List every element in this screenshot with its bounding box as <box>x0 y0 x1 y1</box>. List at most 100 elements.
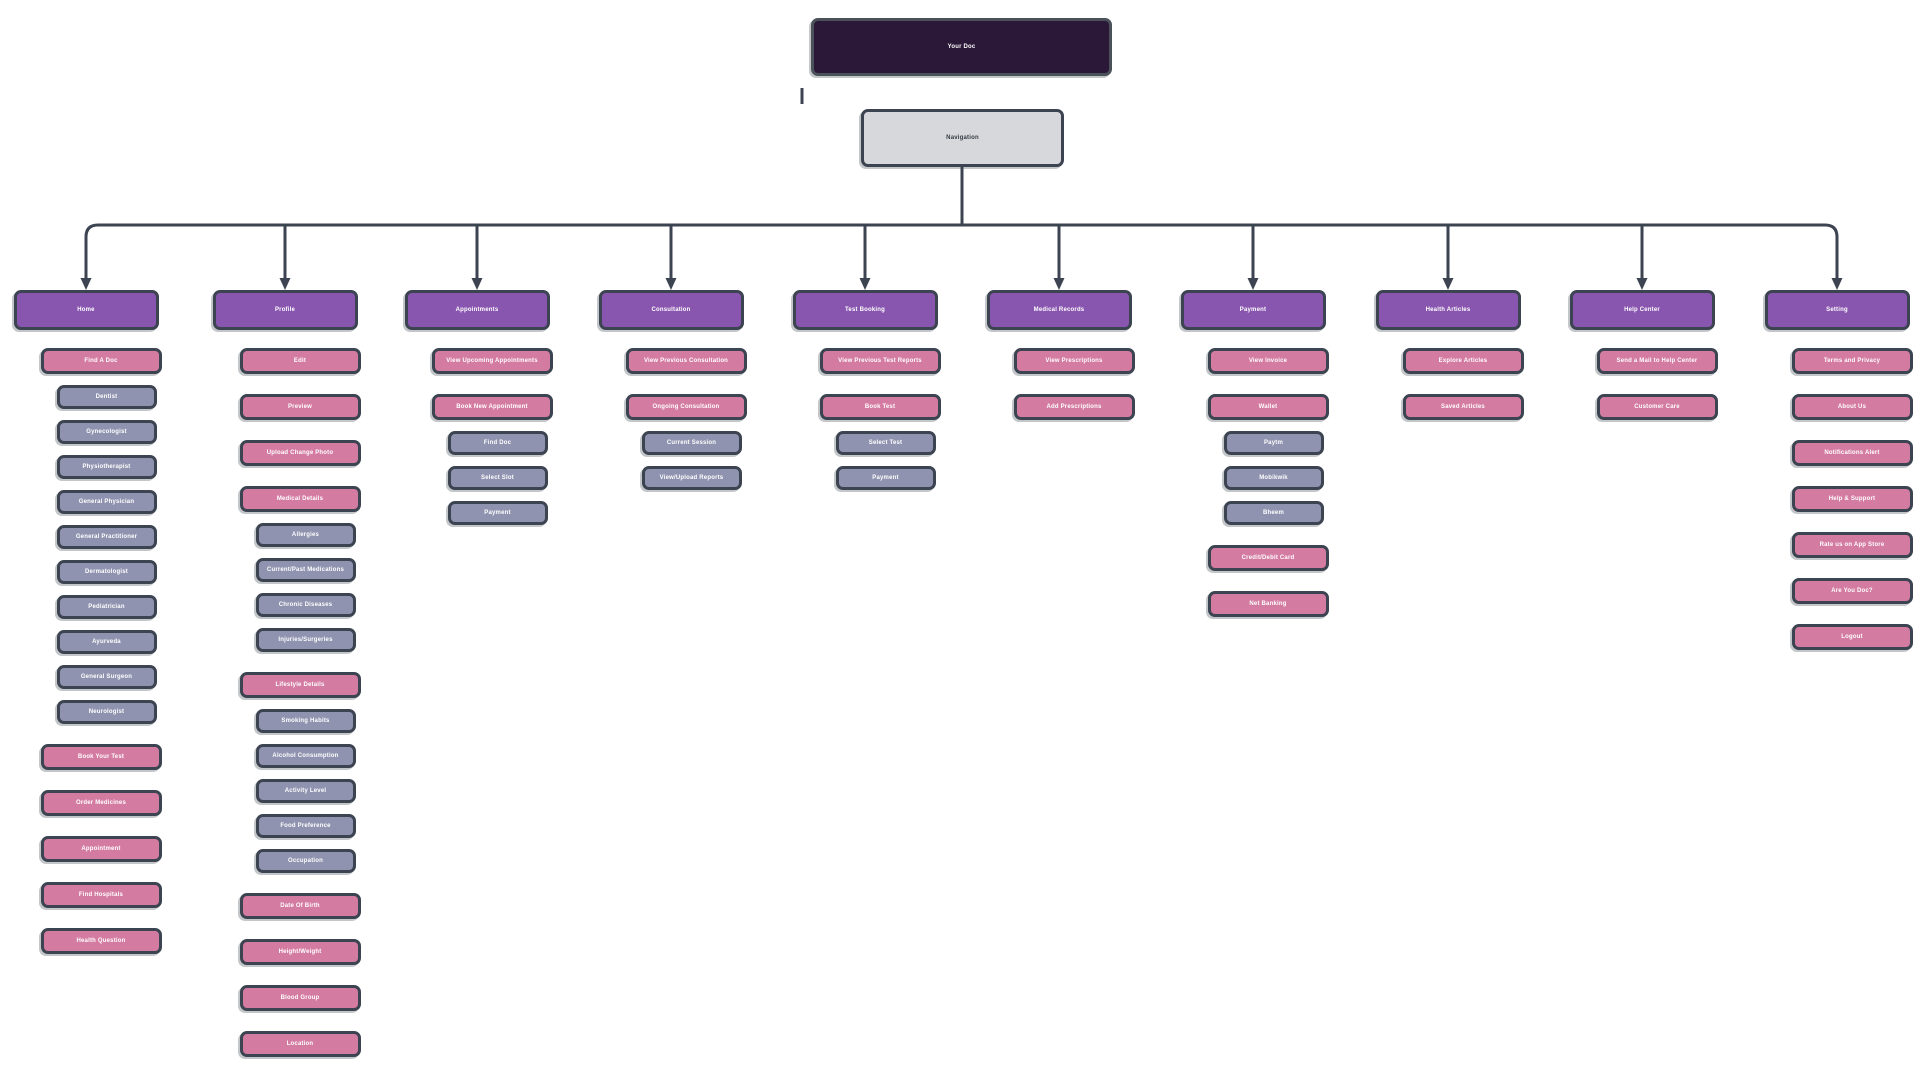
node-gynecologist[interactable]: Gynecologist <box>56 420 157 444</box>
node-date-of-birth[interactable]: Date Of Birth <box>239 893 361 919</box>
node-payment[interactable]: Payment <box>1180 290 1326 330</box>
node-health-question[interactable]: Health Question <box>40 928 162 954</box>
node-your-doc[interactable]: Your Doc <box>811 18 1112 76</box>
node-upload-change-photo[interactable]: Upload Change Photo <box>239 440 361 466</box>
node-lifestyle-details[interactable]: Lifestyle Details <box>239 672 361 698</box>
node-blood-group[interactable]: Blood Group <box>239 985 361 1011</box>
node-view-upcoming-appointments[interactable]: View Upcoming Appointments <box>431 348 553 374</box>
node-general-practitioner[interactable]: General Practitioner <box>56 525 157 549</box>
node-mobikwik[interactable]: Mobikwik <box>1223 466 1324 490</box>
arrowhead-icon <box>1053 278 1065 290</box>
node-chronic-diseases[interactable]: Chronic Diseases <box>255 593 356 617</box>
arrowhead-icon <box>279 278 291 290</box>
node-preview[interactable]: Preview <box>239 394 361 420</box>
node-view-previous-test-reports[interactable]: View Previous Test Reports <box>819 348 941 374</box>
node-neurologist[interactable]: Neurologist <box>56 700 157 724</box>
node-ayurveda[interactable]: Ayurveda <box>56 630 157 654</box>
node-help-support[interactable]: Help & Support <box>1791 486 1913 512</box>
node-view-invoice[interactable]: View Invoice <box>1207 348 1329 374</box>
node-notifications-alert[interactable]: Notifications Alert <box>1791 440 1913 466</box>
node-explore-articles[interactable]: Explore Articles <box>1402 348 1524 374</box>
node-order-medicines[interactable]: Order Medicines <box>40 790 162 816</box>
arrowhead-icon <box>471 278 483 290</box>
node-find-a-doc[interactable]: Find A Doc <box>40 348 162 374</box>
node-are-you-doc[interactable]: Are You Doc? <box>1791 578 1913 604</box>
node-book-new-appointment[interactable]: Book New Appointment <box>431 394 553 420</box>
node-ongoing-consultation[interactable]: Ongoing Consultation <box>625 394 747 420</box>
node-appointments[interactable]: Appointments <box>404 290 550 330</box>
node-food-preference[interactable]: Food Preference <box>255 814 356 838</box>
node-pediatrician[interactable]: Pediatrician <box>56 595 157 619</box>
node-payment[interactable]: Payment <box>447 501 548 525</box>
node-activity-level[interactable]: Activity Level <box>255 779 356 803</box>
node-find-doc[interactable]: Find Doc <box>447 431 548 455</box>
arrowhead-icon <box>1247 278 1259 290</box>
node-dentist[interactable]: Dentist <box>56 385 157 409</box>
node-alcohol-consumption[interactable]: Alcohol Consumption <box>255 744 356 768</box>
node-rate-us-on-app-store[interactable]: Rate us on App Store <box>1791 532 1913 558</box>
arrowhead-icon <box>80 278 92 290</box>
node-home[interactable]: Home <box>13 290 159 330</box>
node-consultation[interactable]: Consultation <box>598 290 744 330</box>
node-health-articles[interactable]: Health Articles <box>1375 290 1521 330</box>
node-view-previous-consultation[interactable]: View Previous Consultation <box>625 348 747 374</box>
node-dermatologist[interactable]: Dermatologist <box>56 560 157 584</box>
node-view-upload-reports[interactable]: View/Upload Reports <box>641 466 742 490</box>
node-saved-articles[interactable]: Saved Articles <box>1402 394 1524 420</box>
node-medical-records[interactable]: Medical Records <box>986 290 1132 330</box>
node-current-session[interactable]: Current Session <box>641 431 742 455</box>
node-appointment[interactable]: Appointment <box>40 836 162 862</box>
node-terms-and-privacy[interactable]: Terms and Privacy <box>1791 348 1913 374</box>
node-location[interactable]: Location <box>239 1031 361 1057</box>
node-profile[interactable]: Profile <box>212 290 358 330</box>
node-physiotherapist[interactable]: Physiotherapist <box>56 455 157 479</box>
node-bheem[interactable]: Bheem <box>1223 501 1324 525</box>
node-select-test[interactable]: Select Test <box>835 431 936 455</box>
node-allergies[interactable]: Allergies <box>255 523 356 547</box>
node-setting[interactable]: Setting <box>1764 290 1910 330</box>
node-navigation[interactable]: Navigation <box>861 109 1064 167</box>
arrowhead-icon <box>665 278 677 290</box>
node-find-hospitals[interactable]: Find Hospitals <box>40 882 162 908</box>
node-add-prescriptions[interactable]: Add Prescriptions <box>1013 394 1135 420</box>
node-smoking-habits[interactable]: Smoking Habits <box>255 709 356 733</box>
arrowhead-icon <box>1831 278 1843 290</box>
node-wallet[interactable]: Wallet <box>1207 394 1329 420</box>
node-send-a-mail-to-help-center[interactable]: Send a Mail to Help Center <box>1596 348 1718 374</box>
node-general-surgeon[interactable]: General Surgeon <box>56 665 157 689</box>
node-occupation[interactable]: Occupation <box>255 849 356 873</box>
node-book-test[interactable]: Book Test <box>819 394 941 420</box>
arrowhead-icon <box>1442 278 1454 290</box>
node-current-past-medications[interactable]: Current/Past Medications <box>255 558 356 582</box>
node-injuries-surgeries[interactable]: Injuries/Surgeries <box>255 628 356 652</box>
node-edit[interactable]: Edit <box>239 348 361 374</box>
node-net-banking[interactable]: Net Banking <box>1207 591 1329 617</box>
node-height-weight[interactable]: Height/Weight <box>239 939 361 965</box>
node-medical-details[interactable]: Medical Details <box>239 486 361 512</box>
arrowhead-icon <box>1636 278 1648 290</box>
node-view-prescriptions[interactable]: View Prescriptions <box>1013 348 1135 374</box>
node-book-your-test[interactable]: Book Your Test <box>40 744 162 770</box>
node-select-slot[interactable]: Select Slot <box>447 466 548 490</box>
node-test-booking[interactable]: Test Booking <box>792 290 938 330</box>
node-about-us[interactable]: About Us <box>1791 394 1913 420</box>
arrowhead-icon <box>859 278 871 290</box>
node-credit-debit-card[interactable]: Credit/Debit Card <box>1207 545 1329 571</box>
node-customer-care[interactable]: Customer Care <box>1596 394 1718 420</box>
node-payment[interactable]: Payment <box>835 466 936 490</box>
node-paytm[interactable]: Paytm <box>1223 431 1324 455</box>
node-help-center[interactable]: Help Center <box>1569 290 1715 330</box>
node-logout[interactable]: Logout <box>1791 624 1913 650</box>
node-general-physician[interactable]: General Physician <box>56 490 157 514</box>
